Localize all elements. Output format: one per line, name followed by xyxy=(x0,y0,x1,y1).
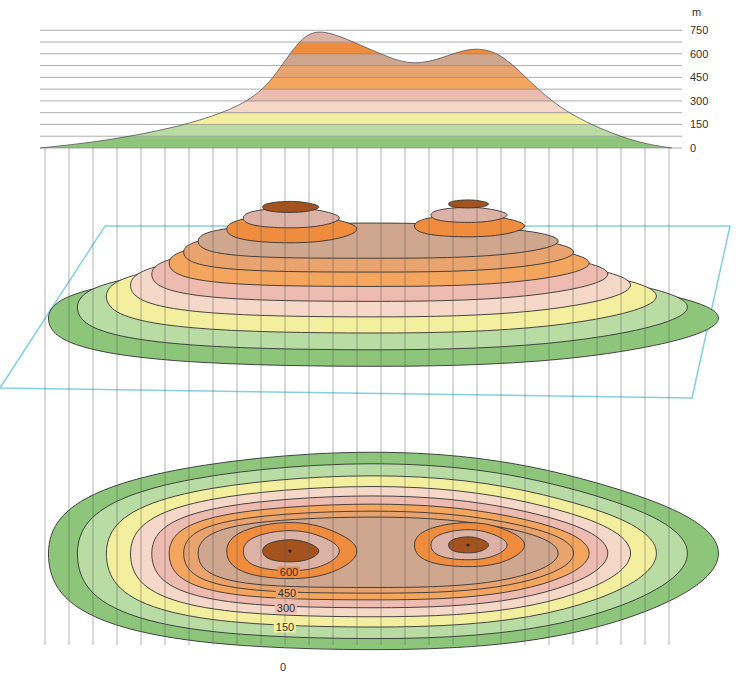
projection-line xyxy=(405,148,406,645)
projection-line xyxy=(237,148,238,645)
elevation-band xyxy=(30,77,690,89)
projection-line xyxy=(477,148,478,645)
elevation-band xyxy=(30,101,690,113)
height-scale-value: 600 xyxy=(690,48,708,59)
summit-dot xyxy=(466,543,469,546)
elevation-band xyxy=(30,54,690,66)
contour-line xyxy=(77,464,687,639)
projection-line xyxy=(357,148,358,645)
contour-value: 450 xyxy=(276,588,298,599)
contour-line xyxy=(131,487,631,617)
grid-line xyxy=(40,112,682,113)
grid-line xyxy=(40,89,682,90)
contour-line xyxy=(169,504,589,600)
contour-line xyxy=(198,517,558,587)
contour-value: 150 xyxy=(274,622,296,633)
height-scale-value: 450 xyxy=(690,72,708,83)
projection-line xyxy=(597,148,598,645)
projection-line xyxy=(525,148,526,645)
projection-line xyxy=(45,148,46,645)
projection-line xyxy=(189,148,190,645)
elevation-band xyxy=(30,66,690,78)
projection-line xyxy=(621,148,622,645)
projection-line xyxy=(117,148,118,645)
projection-line xyxy=(213,148,214,645)
projection-line xyxy=(69,148,70,645)
projection-line xyxy=(93,148,94,645)
grid-line xyxy=(40,42,682,43)
projection-line xyxy=(261,148,262,645)
height-scale-value: 300 xyxy=(690,95,708,106)
contour-line xyxy=(227,523,357,579)
projection-line xyxy=(165,148,166,645)
contour-value: 600 xyxy=(278,567,300,578)
profile-section xyxy=(30,18,690,148)
projection-line xyxy=(573,148,574,645)
elevation-band xyxy=(30,136,690,148)
contour-line xyxy=(184,511,574,593)
grid-line xyxy=(40,136,682,137)
unit-label: m xyxy=(692,7,701,18)
projection-line xyxy=(381,148,382,645)
contour-map xyxy=(48,452,718,649)
grid-line xyxy=(40,65,682,66)
projection-line xyxy=(645,148,646,645)
relief-layer xyxy=(263,201,319,212)
projection-line xyxy=(141,148,142,645)
contour-value: 300 xyxy=(275,603,297,614)
projection-line xyxy=(669,148,670,645)
contour-line xyxy=(431,530,507,560)
projection-line xyxy=(333,148,334,645)
projection-lines xyxy=(45,148,669,645)
contour-line xyxy=(263,540,319,562)
contour-line xyxy=(48,452,718,649)
height-scale-value: 150 xyxy=(690,119,708,130)
perspective-relief xyxy=(48,200,718,366)
relief-layer xyxy=(449,200,489,208)
elevation-band xyxy=(30,42,690,54)
contour-value: 0 xyxy=(278,662,288,673)
elevation-band xyxy=(30,18,690,30)
height-scale-value: 0 xyxy=(690,143,696,154)
summit-dot xyxy=(288,549,291,552)
elevation-band xyxy=(30,124,690,136)
height-scale-value: 750 xyxy=(690,25,708,36)
contour-line xyxy=(243,531,339,571)
projection-line xyxy=(309,148,310,645)
relief-layer xyxy=(431,207,507,222)
projection-line xyxy=(429,148,430,645)
elevation-band xyxy=(30,89,690,101)
elevation-band xyxy=(30,113,690,125)
contour-line xyxy=(449,537,489,553)
elevation-band xyxy=(30,30,690,42)
contour-line xyxy=(152,496,608,608)
projection-line xyxy=(501,148,502,645)
grid-line xyxy=(40,148,682,149)
projection-line xyxy=(453,148,454,645)
grid-line xyxy=(40,30,682,31)
grid-line xyxy=(40,124,682,125)
projection-line xyxy=(549,148,550,645)
grid-line xyxy=(40,77,682,78)
grid-line xyxy=(40,100,682,101)
profile-outline xyxy=(40,32,672,148)
grid-line xyxy=(40,53,682,54)
profile-bands xyxy=(30,18,690,148)
contour-line xyxy=(415,523,525,567)
